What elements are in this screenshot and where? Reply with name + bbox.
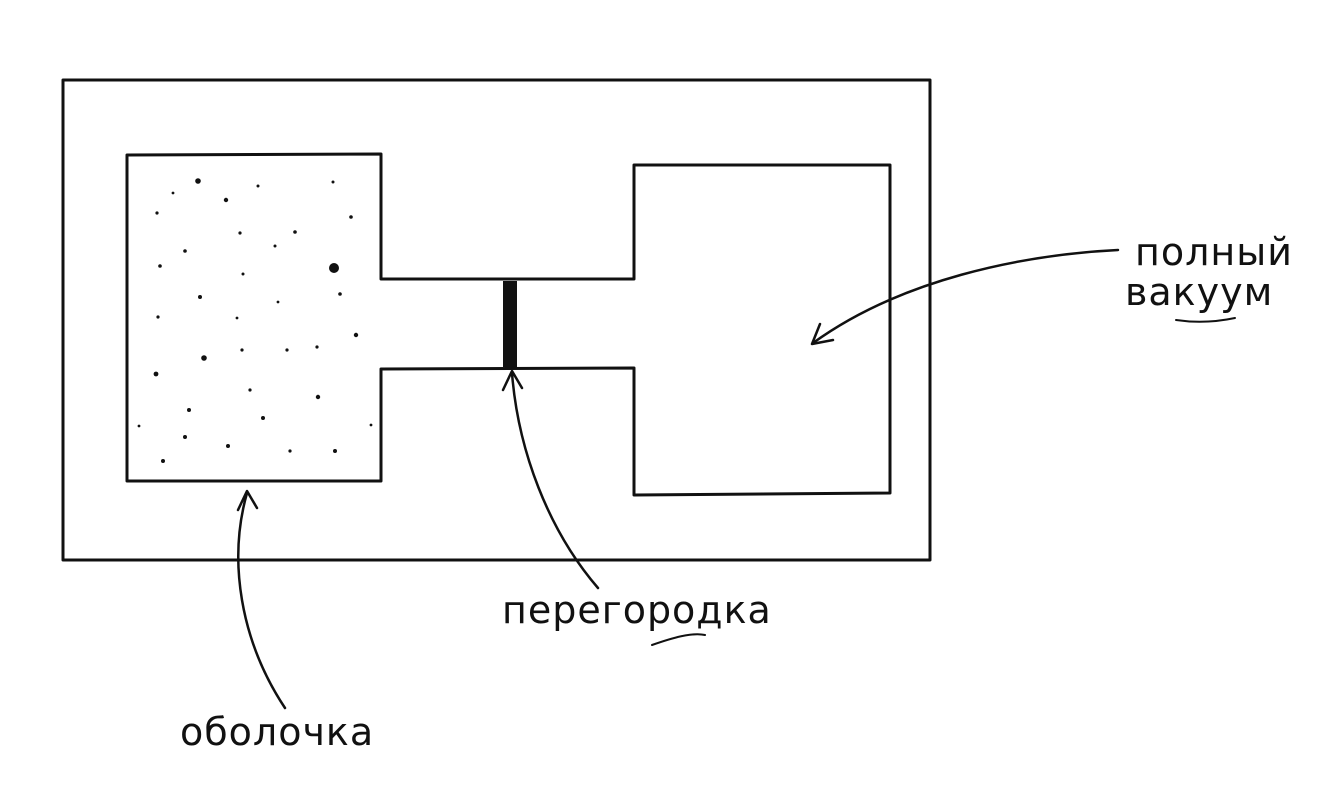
partition-arrow [501,369,600,590]
partition-label: перегородка [502,588,772,632]
shell-label: оболочка [180,710,374,754]
shell-arrow [236,489,287,710]
outer-shell [61,78,932,562]
partition [503,281,517,367]
vacuum-label-line1: полный [1135,230,1293,274]
gas-particles [137,178,373,463]
vacuum-arrow [810,248,1120,346]
vacuum-label-underline [1175,317,1236,323]
vessel-outline [125,152,892,497]
vacuum-label-line2: вакуум [1125,270,1273,314]
partition-label-underline [651,633,706,646]
